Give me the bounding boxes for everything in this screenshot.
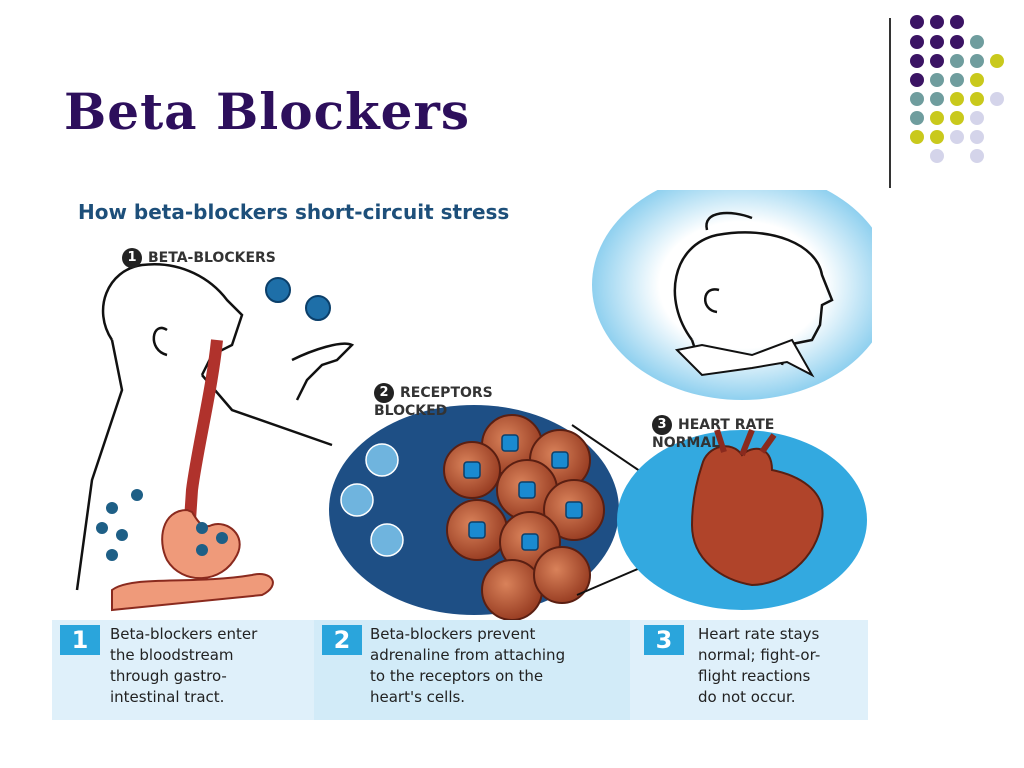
dot <box>930 149 944 163</box>
receptor-molecules <box>463 434 583 551</box>
dot <box>950 130 964 144</box>
dot <box>910 54 924 68</box>
dot <box>930 73 944 87</box>
step-1-badge: 1 <box>122 248 142 268</box>
blocked-adrenaline-icons <box>340 443 404 557</box>
caption-1: 1 Beta-blockers enter the bloodstream th… <box>52 620 314 720</box>
dot <box>990 92 1004 106</box>
step-3-text: HEART RATE NORMAL <box>652 417 775 451</box>
dot <box>970 35 984 49</box>
dot <box>910 111 924 125</box>
caption-3: 3 Heart rate stays normal; fight-or- fli… <box>630 620 868 720</box>
dot <box>930 92 944 106</box>
dot <box>970 92 984 106</box>
step-3-badge: 3 <box>652 415 672 435</box>
pill-icon <box>265 277 331 321</box>
dot <box>910 130 924 144</box>
step-1-text: BETA-BLOCKERS <box>148 250 276 266</box>
dot <box>970 149 984 163</box>
caption-1-number: 1 <box>60 625 100 655</box>
dot <box>910 92 924 106</box>
divider-line <box>889 18 891 188</box>
calm-head-halo <box>592 190 872 400</box>
caption-1-text: Beta-blockers enter the bloodstream thro… <box>110 625 258 706</box>
step-2-badge: 2 <box>374 383 394 403</box>
caption-2: 2 Beta-blockers prevent adrenaline from … <box>314 620 630 720</box>
dot <box>950 73 964 87</box>
dot <box>970 111 984 125</box>
caption-2-number: 2 <box>322 625 362 655</box>
dot <box>950 15 964 29</box>
dot <box>930 15 944 29</box>
bloodstream-molecules <box>96 489 228 561</box>
intestine <box>111 573 274 612</box>
dot <box>950 54 964 68</box>
step-1-label: 1 BETA-BLOCKERS <box>122 248 276 268</box>
step-2-text: RECEPTORS BLOCKED <box>374 385 493 419</box>
dot <box>910 73 924 87</box>
caption-3-number: 3 <box>644 625 684 655</box>
dot <box>970 130 984 144</box>
dot <box>970 73 984 87</box>
slide-title: Beta Blockers <box>64 82 470 141</box>
dot <box>930 54 944 68</box>
dot <box>970 54 984 68</box>
stomach <box>161 508 241 580</box>
diagram-illustration <box>75 190 872 620</box>
dot <box>950 111 964 125</box>
dot <box>950 35 964 49</box>
dot <box>930 111 944 125</box>
caption-bar: 1 Beta-blockers enter the bloodstream th… <box>52 620 868 720</box>
esophagus <box>184 339 223 521</box>
caption-2-text: Beta-blockers prevent adrenaline from at… <box>370 625 566 706</box>
figure-title: How beta-blockers short-circuit stress <box>78 200 510 224</box>
collar-icon <box>674 338 815 378</box>
dot <box>930 130 944 144</box>
dot <box>930 35 944 49</box>
caption-3-text: Heart rate stays normal; fight-or- fligh… <box>698 625 821 706</box>
dot <box>990 54 1004 68</box>
heart-vessel <box>714 428 777 457</box>
dot <box>910 15 924 29</box>
dot <box>950 92 964 106</box>
beta-blocker-diagram: How beta-blockers short-circuit stress <box>52 190 872 720</box>
dot <box>910 35 924 49</box>
